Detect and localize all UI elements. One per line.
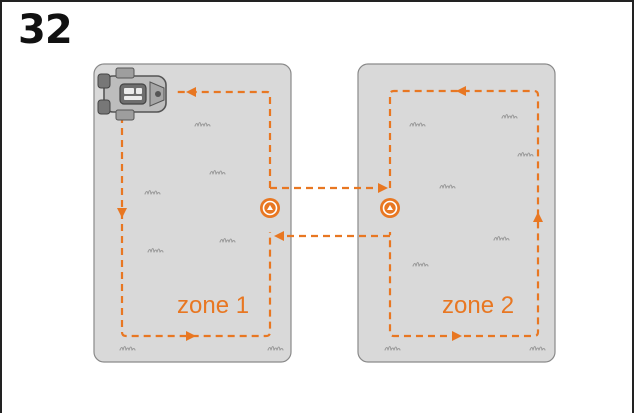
robotic-mower-icon xyxy=(97,67,167,121)
zone-1-label: zone 1 xyxy=(177,292,249,319)
arrow-right-icon xyxy=(378,183,388,193)
guide-wire-marker-icon xyxy=(380,198,400,218)
direction-arrows xyxy=(117,86,543,341)
arrow-left-icon xyxy=(186,87,196,97)
arrow-right-icon xyxy=(452,331,462,341)
arrow-right-icon xyxy=(186,331,196,341)
zone-2-label: zone 2 xyxy=(442,292,514,319)
arrow-down-icon xyxy=(117,208,127,218)
step-number: 32 xyxy=(18,7,73,53)
guide-wire-marker-icon xyxy=(260,198,280,218)
zone-2-area xyxy=(357,63,556,363)
passage-path xyxy=(270,186,390,238)
arrow-left-icon xyxy=(274,231,284,241)
arrow-up-icon xyxy=(533,212,543,222)
arrow-left-icon xyxy=(456,86,466,96)
zone-1-area xyxy=(93,63,292,363)
